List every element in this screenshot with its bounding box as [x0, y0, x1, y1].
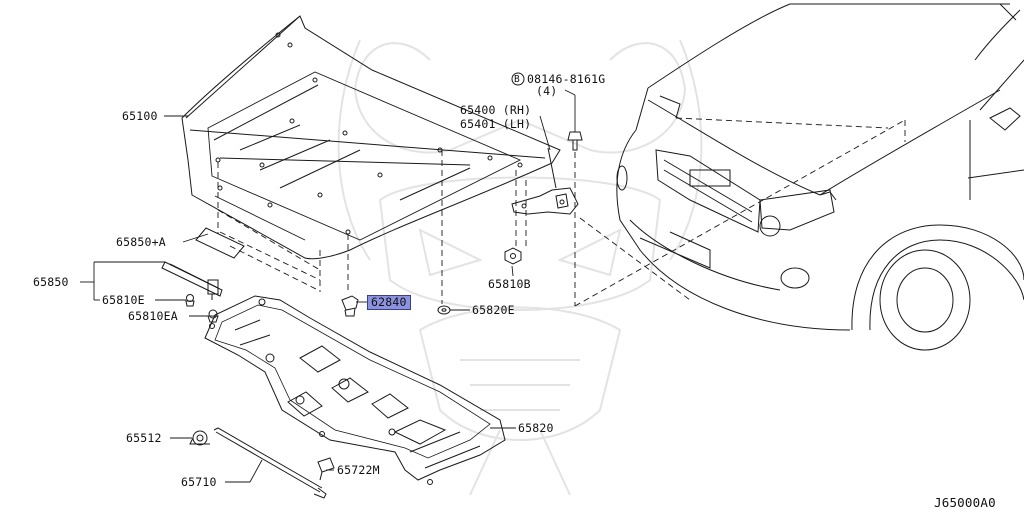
label-clip-e[interactable]: 65810E: [102, 293, 145, 307]
label-seal[interactable]: 65850: [33, 275, 69, 289]
label-circled-b: B: [514, 74, 520, 85]
label-hinge-bolt-qty: (4): [536, 84, 558, 98]
clip-62840: [341, 295, 359, 317]
label-bumper-e[interactable]: 65820E: [472, 303, 515, 317]
hood-insulator: [204, 295, 506, 485]
label-hood-insulator[interactable]: 65820: [518, 421, 554, 435]
label-hinge-bolt[interactable]: 08146-8161G: [527, 72, 606, 86]
diagram-code: J65000A0: [934, 495, 996, 510]
samurai-mask-watermark: [337, 39, 703, 496]
label-seal-a[interactable]: 65850+A: [116, 235, 166, 249]
rod-clip-65512: [189, 430, 210, 446]
leader-lines: [80, 89, 576, 483]
hood-panel: [181, 15, 561, 260]
circled-b-icon: [511, 72, 525, 86]
label-rod-holder[interactable]: 65722M: [337, 463, 380, 477]
label-nut-b[interactable]: 65810B: [488, 277, 531, 291]
label-selected-part[interactable]: 62840: [367, 295, 411, 310]
hood-hinge: [511, 147, 579, 215]
vehicle-outline: [616, 3, 1024, 351]
support-rod-65710: [213, 427, 327, 499]
rod-holder-65722m: [317, 457, 335, 481]
nut-65810b: [504, 247, 522, 265]
hinge-bolt-08146: [567, 131, 583, 151]
bumper-65820e: [437, 305, 451, 315]
label-hinge-lh[interactable]: 65401 (LH): [460, 117, 532, 131]
label-hinge-rh[interactable]: 65400 (RH): [460, 103, 532, 117]
label-clip-ea[interactable]: 65810EA: [128, 309, 178, 323]
label-rod-clip[interactable]: 65512: [126, 431, 162, 445]
label-hood[interactable]: 65100: [122, 109, 158, 123]
label-support-rod[interactable]: 65710: [181, 475, 217, 489]
seal-strip-a: [195, 227, 245, 259]
